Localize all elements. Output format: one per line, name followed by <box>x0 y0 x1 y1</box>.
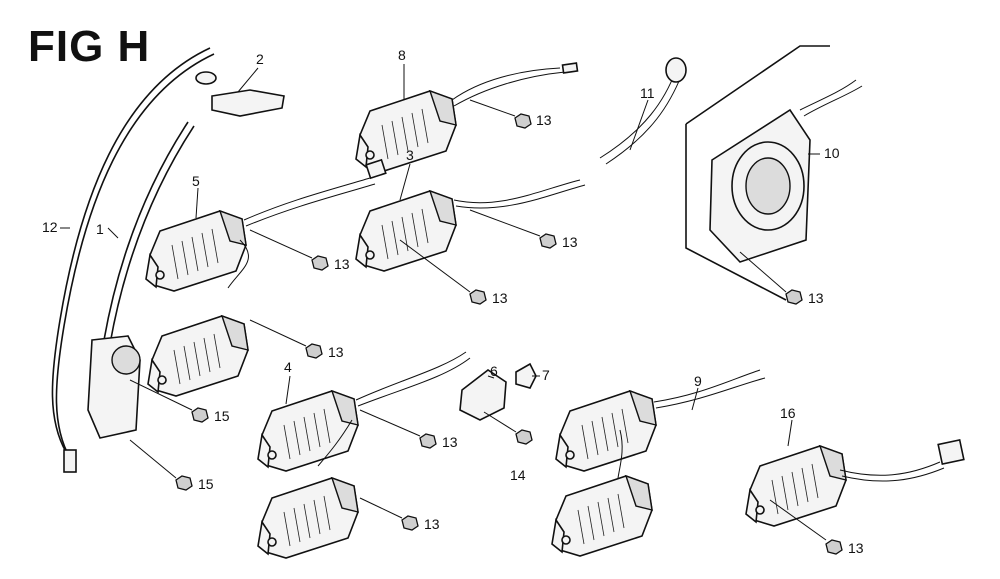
cap-7 <box>515 362 537 389</box>
callout-1: 1 <box>96 221 104 237</box>
bolt-5 <box>249 229 329 271</box>
bracket-6 <box>459 369 533 445</box>
bolt-1b <box>129 439 193 491</box>
ignition-coil-1 <box>87 121 195 439</box>
coil-16 <box>745 438 965 527</box>
figure-title: FIG H <box>28 22 151 71</box>
callout-12: 12 <box>42 219 58 235</box>
callout-16: 16 <box>780 405 796 421</box>
callout-13-b: 13 <box>562 234 578 250</box>
callout-13-e: 13 <box>328 344 344 360</box>
bolt-bottom <box>359 497 419 531</box>
callout-13-f: 13 <box>442 434 458 450</box>
callout-13-i: 13 <box>848 540 864 556</box>
bolt-10 <box>739 251 803 305</box>
leader-lines <box>60 64 820 447</box>
callout-6: 6 <box>490 363 498 379</box>
callout-8: 8 <box>398 47 406 63</box>
callout-5: 5 <box>192 173 200 189</box>
callout-13-h: 13 <box>808 290 824 306</box>
callout-13-g: 13 <box>424 516 440 532</box>
callout-7: 7 <box>542 367 550 383</box>
callout-2: 2 <box>256 51 264 67</box>
wire-12 <box>51 47 215 473</box>
bolt-8 <box>469 99 532 129</box>
callout-13-d: 13 <box>334 256 350 272</box>
coil-5 <box>145 158 387 292</box>
bolt-3b <box>399 239 487 305</box>
callout-15-a: 15 <box>214 408 230 424</box>
callout-3: 3 <box>406 147 414 163</box>
callout-13-c: 13 <box>492 290 508 306</box>
plug-cap-2 <box>195 71 285 117</box>
bolt-1a <box>129 379 209 423</box>
coil-8 <box>355 62 579 172</box>
wire-11 <box>599 57 687 165</box>
coil-4 <box>257 351 471 472</box>
callout-14: 14 <box>510 467 526 483</box>
coil-left-middle <box>147 315 249 397</box>
callout-4: 4 <box>284 359 292 375</box>
bolt-left-middle <box>249 319 323 359</box>
bolt-16 <box>769 499 843 555</box>
coil-9 <box>551 369 766 557</box>
callout-9: 9 <box>694 373 702 389</box>
coil-3 <box>355 179 586 272</box>
callout-15-b: 15 <box>198 476 214 492</box>
bolt-3a <box>469 209 557 249</box>
coil-bottom <box>257 477 359 559</box>
bolt-4 <box>359 409 437 449</box>
callout-13-a: 13 <box>536 112 552 128</box>
stator-10 <box>685 45 863 301</box>
callout-10: 10 <box>824 145 840 161</box>
callout-11: 11 <box>640 85 655 101</box>
